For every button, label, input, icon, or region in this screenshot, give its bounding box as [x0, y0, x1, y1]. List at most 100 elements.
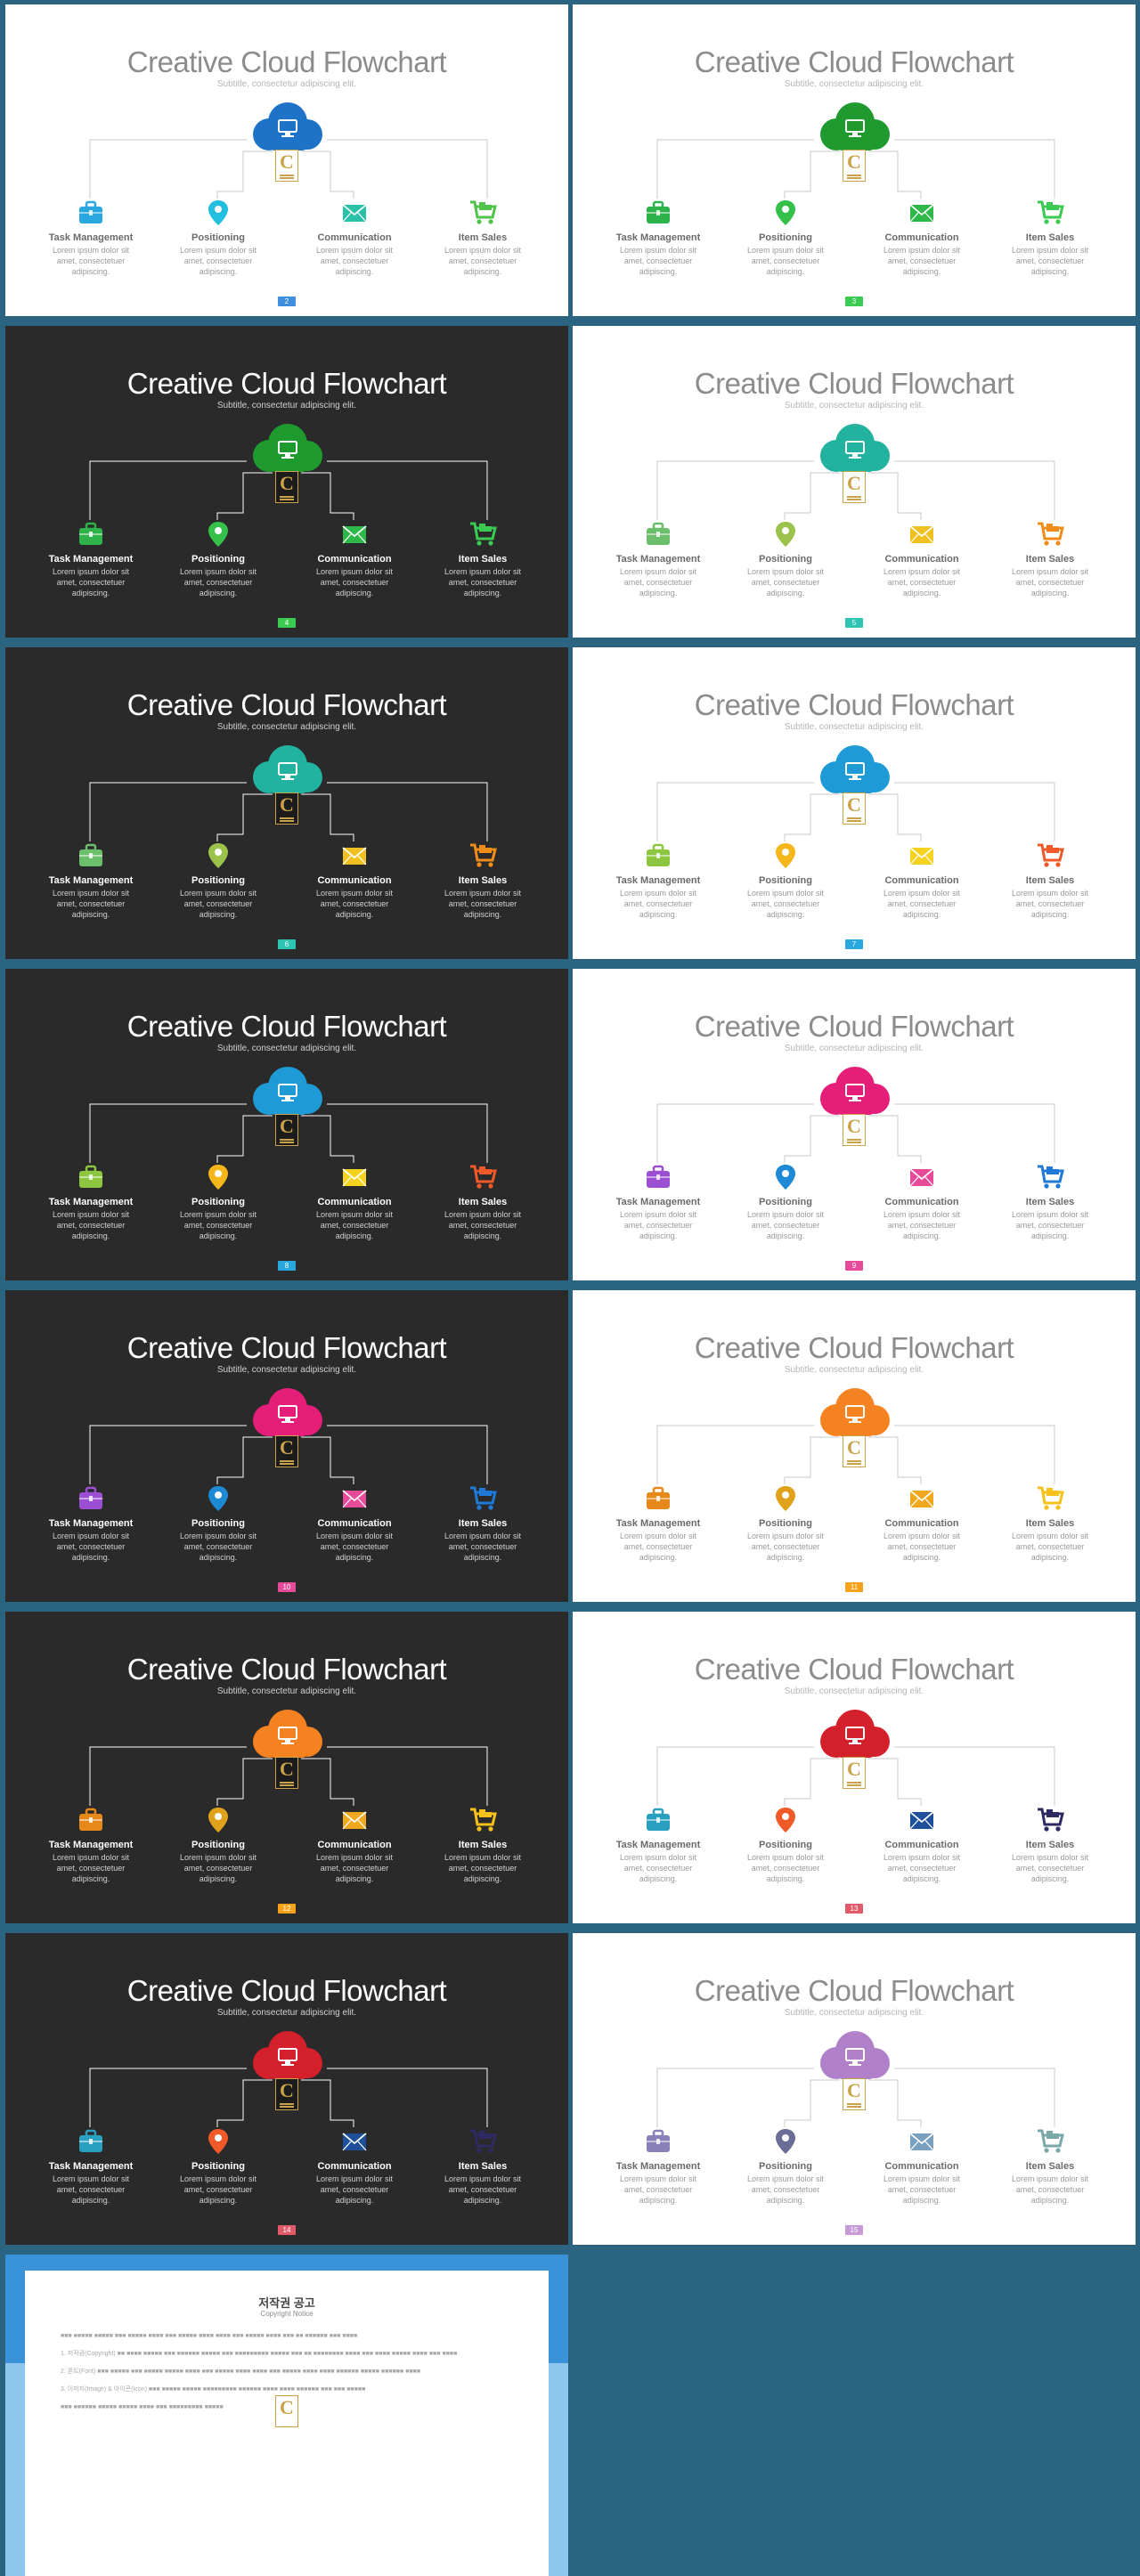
cart-icon [997, 199, 1103, 227]
connector-lines [89, 139, 488, 199]
page-number-badge: 5 [845, 618, 863, 628]
map-pin-icon [732, 520, 839, 549]
node-label: Positioning [759, 1518, 812, 1529]
page-number-badge: 8 [278, 1261, 296, 1271]
flow-node: Item Sales Lorem ipsum dolor sit amet, c… [997, 1806, 1103, 1884]
briefcase-icon [37, 1806, 144, 1834]
node-description: Lorem ipsum dolor sit amet, consectetuer… [1011, 1210, 1089, 1240]
node-label: Positioning [191, 875, 245, 886]
slide-title: Creative Cloud Flowchart [694, 688, 1014, 721]
flow-node: Positioning Lorem ipsum dolor sit amet, … [165, 1806, 272, 1884]
node-description: Lorem ipsum dolor sit amet, consectetuer… [746, 1210, 825, 1240]
cart-icon [429, 841, 536, 870]
node-label: Item Sales [1025, 554, 1075, 565]
node-description: Lorem ipsum dolor sit amet, consectetuer… [883, 1853, 961, 1883]
flow-node: Task Management Lorem ipsum dolor sit am… [37, 2127, 144, 2206]
flow-node: Item Sales Lorem ipsum dolor sit amet, c… [429, 841, 536, 920]
node-label: Positioning [759, 2161, 812, 2172]
page-number-badge: 7 [845, 939, 863, 949]
node-description: Lorem ipsum dolor sit amet, consectetuer… [179, 889, 257, 919]
map-pin-icon [165, 520, 272, 549]
map-pin-icon [732, 1484, 839, 1513]
node-label: Task Management [48, 875, 134, 886]
copyright-body: ■■■ ■■■■■ ■■■■■ ■■■ ■■■■■ ■■■■ ■■■ ■■■■■… [61, 2331, 513, 2420]
flow-node: Task Management Lorem ipsum dolor sit am… [37, 520, 144, 598]
envelope-icon [301, 2127, 408, 2156]
flow-node: Item Sales Lorem ipsum dolor sit amet, c… [429, 1484, 536, 1563]
node-description: Lorem ipsum dolor sit amet, consectetuer… [883, 1532, 961, 1562]
flow-node: Positioning Lorem ipsum dolor sit amet, … [732, 1806, 839, 1884]
node-label: Communication [317, 554, 392, 565]
cloud-icon [820, 1710, 890, 1758]
flow-node: Communication Lorem ipsum dolor sit amet… [868, 1484, 975, 1563]
cart-icon [997, 1806, 1103, 1834]
cloud-icon [253, 424, 322, 472]
slide-title: Creative Cloud Flowchart [126, 1010, 447, 1043]
flow-node: Positioning Lorem ipsum dolor sit amet, … [732, 841, 839, 920]
flow-node: Communication Lorem ipsum dolor sit amet… [301, 1163, 408, 1241]
node-description: Lorem ipsum dolor sit amet, consectetuer… [179, 1853, 257, 1883]
cloud-icon [820, 2031, 890, 2079]
node-label: Positioning [759, 1840, 812, 1850]
envelope-icon [301, 199, 408, 227]
copyright-paragraph: 2. 폰트(Font) ■■■ ■■■■■ ■■■ ■■■■■ ■■■■■ ■■… [61, 2369, 421, 2375]
envelope-icon [301, 1806, 408, 1834]
node-description: Lorem ipsum dolor sit amet, consectetuer… [315, 1210, 394, 1240]
slide-subtitle: Subtitle, consectetur adipiscing elit. [784, 401, 924, 410]
cart-icon [429, 520, 536, 549]
briefcase-icon [605, 1163, 712, 1191]
map-pin-icon [732, 841, 839, 870]
cart-icon [429, 1163, 536, 1191]
brand-logo: C [275, 792, 298, 825]
node-description: Lorem ipsum dolor sit amet, consectetuer… [315, 2174, 394, 2205]
node-description: Lorem ipsum dolor sit amet, consectetuer… [619, 246, 697, 276]
node-label: Item Sales [458, 554, 508, 565]
connector-lines [656, 782, 1055, 841]
node-label: Item Sales [458, 1840, 508, 1850]
brand-logo: C [275, 1435, 298, 1467]
node-label: Task Management [615, 232, 701, 243]
node-label: Positioning [191, 1518, 245, 1529]
node-label: Communication [884, 875, 959, 886]
page-number-badge: 11 [845, 1582, 863, 1592]
slide-subtitle: Subtitle, consectetur adipiscing elit. [784, 722, 924, 732]
flow-node: Communication Lorem ipsum dolor sit amet… [301, 520, 408, 598]
cart-icon [997, 841, 1103, 870]
flow-node: Communication Lorem ipsum dolor sit amet… [868, 520, 975, 598]
node-description: Lorem ipsum dolor sit amet, consectetuer… [746, 1853, 825, 1883]
envelope-icon [868, 841, 975, 870]
slide-title: Creative Cloud Flowchart [126, 1653, 447, 1686]
node-label: Task Management [48, 232, 134, 243]
flow-node: Task Management Lorem ipsum dolor sit am… [37, 1484, 144, 1563]
flow-node: Positioning Lorem ipsum dolor sit amet, … [165, 199, 272, 277]
node-description: Lorem ipsum dolor sit amet, consectetuer… [1011, 1853, 1089, 1883]
node-label: Task Management [48, 554, 134, 565]
slide-title: Creative Cloud Flowchart [694, 45, 1014, 78]
flow-node: Task Management Lorem ipsum dolor sit am… [605, 520, 712, 598]
node-description: Lorem ipsum dolor sit amet, consectetuer… [746, 889, 825, 919]
flow-node: Positioning Lorem ipsum dolor sit amet, … [165, 2127, 272, 2206]
node-description: Lorem ipsum dolor sit amet, consectetuer… [746, 567, 825, 597]
node-label: Positioning [191, 1840, 245, 1850]
flow-node: Communication Lorem ipsum dolor sit amet… [868, 1806, 975, 1884]
node-label: Communication [884, 2161, 959, 2172]
node-label: Item Sales [1025, 1840, 1075, 1850]
page-number-badge: 15 [845, 2225, 863, 2235]
node-description: Lorem ipsum dolor sit amet, consectetuer… [52, 1853, 130, 1883]
node-description: Lorem ipsum dolor sit amet, consectetuer… [52, 567, 130, 597]
node-description: Lorem ipsum dolor sit amet, consectetuer… [52, 2174, 130, 2205]
